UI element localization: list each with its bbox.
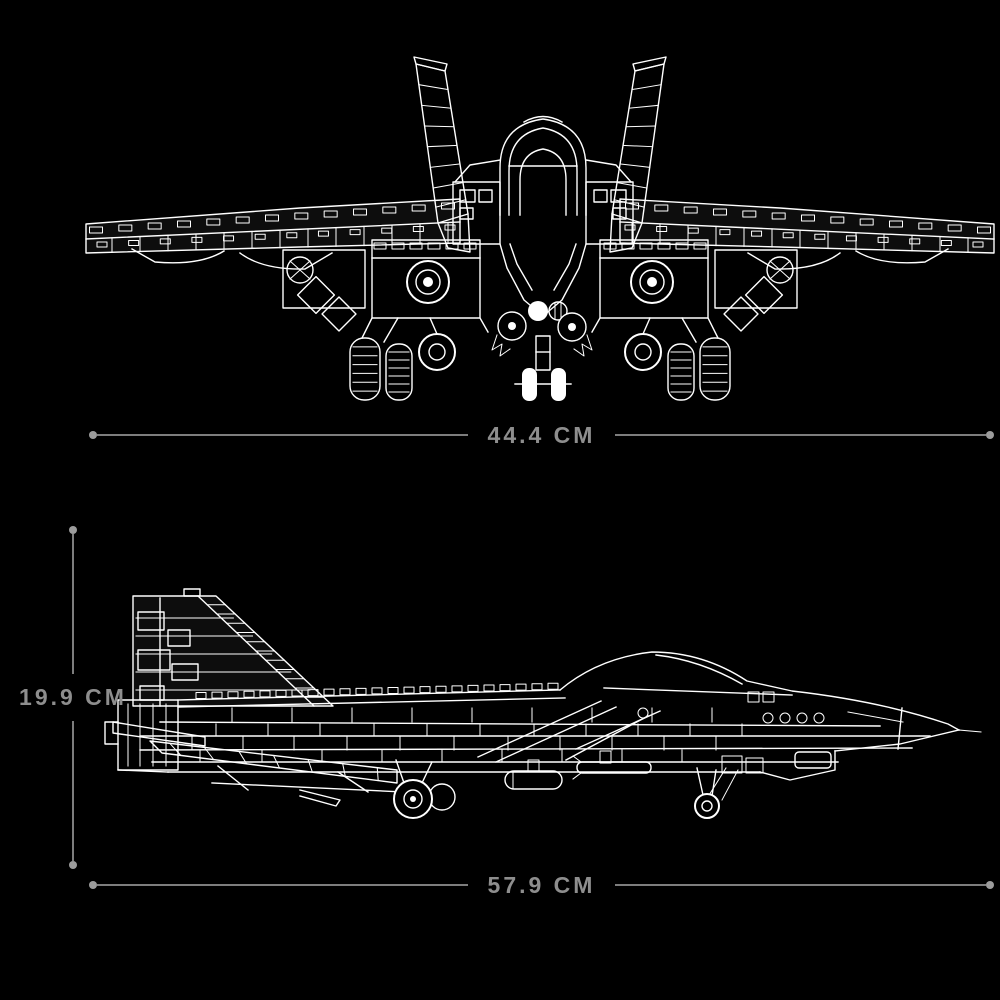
dimension-line [615, 884, 986, 886]
dimension-line [97, 884, 468, 886]
side-view-drawing [104, 588, 982, 819]
front-view-drawing [85, 56, 995, 401]
front-fuselage-cheeks [452, 181, 634, 245]
height-label: 19.9 CM [19, 684, 127, 710]
length-label: 57.9 CM [487, 871, 596, 898]
side-hull [117, 691, 931, 781]
dimension-endpoint-dot [89, 881, 97, 889]
wingspan-label: 44.4 CM [487, 421, 596, 448]
dimension-length: 57.9 CM [89, 873, 994, 896]
dimension-endpoint-dot [69, 526, 77, 534]
front-generated-detail [89, 84, 991, 393]
front-landing-gear [349, 317, 731, 401]
front-canopy [454, 115, 632, 216]
front-tail-fins [413, 56, 667, 253]
dimension-endpoint-dot [69, 861, 77, 869]
dimension-line [72, 534, 74, 674]
dimension-height: 19.9 CM [11, 526, 135, 869]
dimension-endpoint-dot [986, 881, 994, 889]
front-wing-pods [282, 249, 798, 332]
front-engine-nacelles [361, 239, 719, 339]
dimension-line [72, 721, 74, 861]
dimension-wingspan: 44.4 CM [89, 423, 994, 446]
dimension-endpoint-dot [89, 431, 97, 439]
side-generated-detail [127, 604, 743, 782]
side-stabilizer [112, 721, 426, 807]
front-wings [85, 198, 995, 270]
dimension-line [97, 434, 468, 436]
side-fuselage-top [177, 651, 982, 752]
front-chin [491, 243, 593, 357]
side-exhaust [104, 699, 179, 771]
side-landing-gear [393, 759, 720, 819]
side-stores [504, 750, 764, 801]
dimension-endpoint-dot [986, 431, 994, 439]
dimension-line [615, 434, 986, 436]
